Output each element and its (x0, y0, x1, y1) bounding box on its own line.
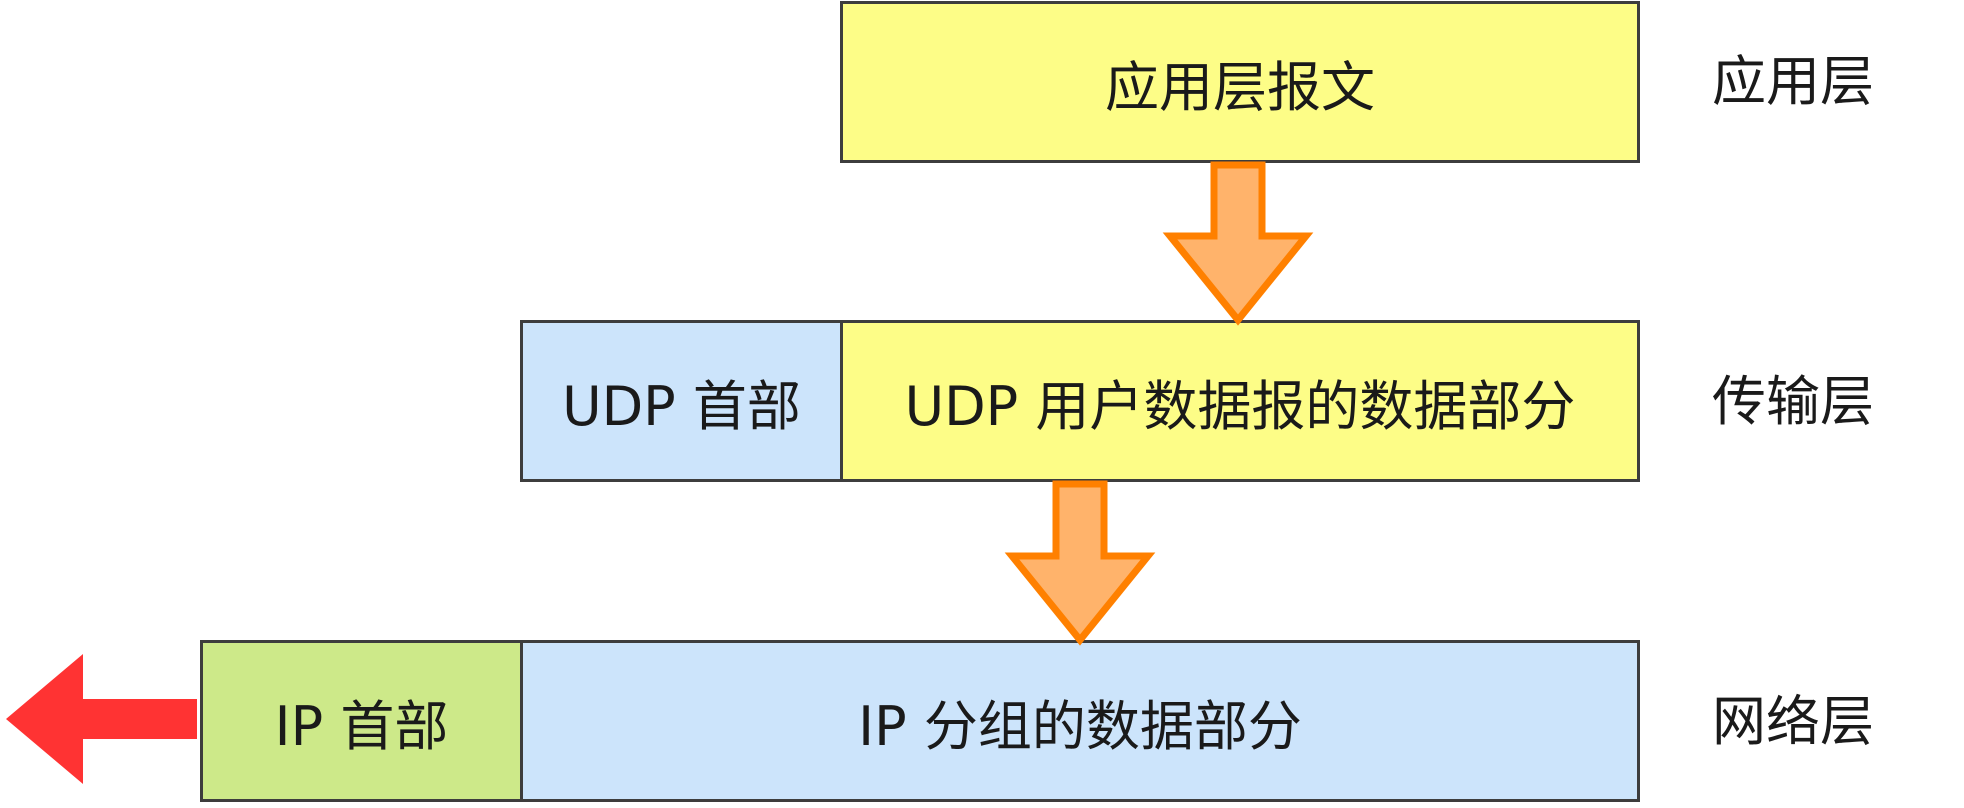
transport-layer-label: 传输层 (1712, 370, 1874, 433)
down-arrow-app-to-transport (1162, 161, 1314, 326)
udp-header-label: UDP 首部 (562, 374, 801, 438)
application-message-box: 应用层报文 (840, 1, 1640, 163)
down-arrow-transport-to-network (1004, 480, 1156, 646)
ip-data-box: IP 分组的数据部分 (520, 640, 1640, 802)
ip-data-label: IP 分组的数据部分 (858, 694, 1302, 758)
left-output-arrow (6, 654, 197, 784)
application-message-label: 应用层报文 (1105, 55, 1375, 119)
network-layer-label: 网络层 (1712, 690, 1874, 753)
ip-header-box: IP 首部 (200, 640, 523, 802)
application-layer-label: 应用层 (1712, 50, 1874, 113)
udp-data-box: UDP 用户数据报的数据部分 (840, 320, 1640, 482)
ip-header-label: IP 首部 (274, 694, 449, 758)
udp-data-label: UDP 用户数据报的数据部分 (904, 374, 1576, 438)
